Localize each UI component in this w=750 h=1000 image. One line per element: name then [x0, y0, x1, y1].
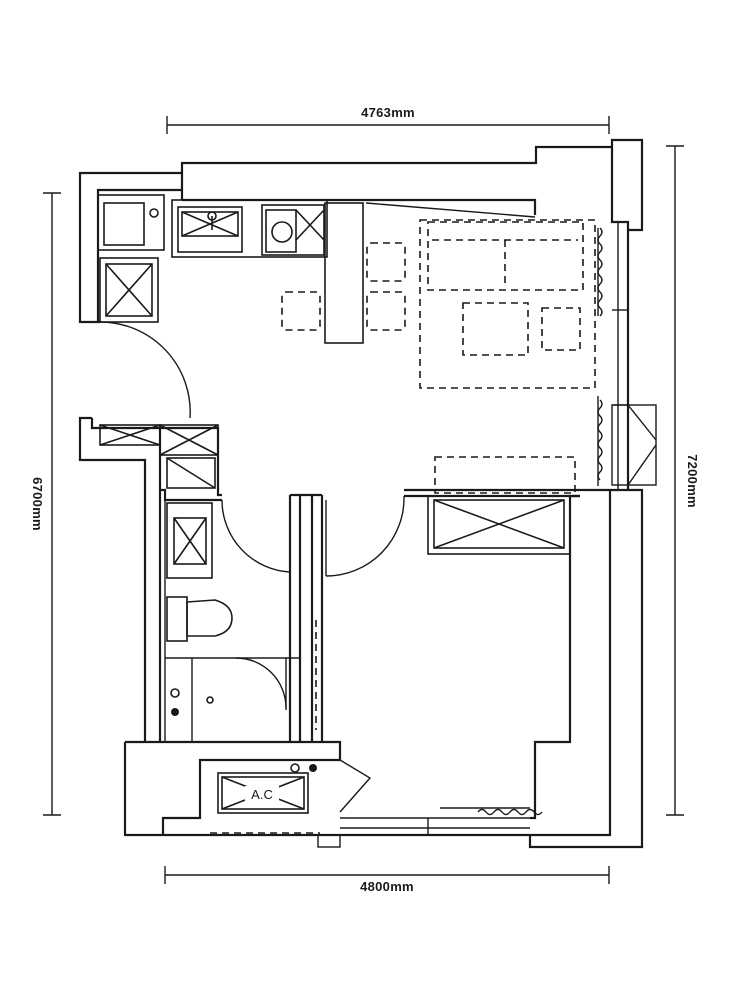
coffee-table	[462, 302, 529, 356]
side-table	[541, 307, 581, 351]
wardrobe	[427, 495, 571, 555]
ac-unit	[217, 772, 309, 814]
kitchen	[97, 194, 406, 419]
shower-drain	[206, 696, 214, 704]
toilet	[186, 599, 233, 637]
washing-machine	[261, 204, 325, 256]
washbasin	[166, 502, 213, 579]
fridge	[97, 194, 165, 251]
toilet-tank	[166, 596, 188, 642]
dimension-bottom: 4800mm	[164, 866, 610, 894]
stool	[281, 291, 321, 331]
entry-door-swing	[99, 321, 191, 419]
exterior-walls	[78, 138, 644, 849]
shower-door-swing	[235, 657, 287, 709]
stool	[366, 242, 406, 282]
bathroom	[99, 424, 291, 716]
bathroom-door-swing	[221, 499, 291, 573]
tv-console	[434, 456, 576, 494]
dimension-left-label: 6700mm	[30, 477, 45, 531]
kitchen-island	[324, 202, 364, 344]
kitchen-counter	[171, 199, 328, 258]
living-area	[419, 219, 603, 494]
ac-label: A.C	[251, 787, 273, 802]
oven	[99, 257, 159, 323]
sofa	[427, 221, 584, 291]
vanity	[166, 457, 216, 489]
window-right	[611, 222, 657, 490]
bedroom	[325, 495, 571, 816]
stool	[366, 291, 406, 331]
dimension-top-label: 4763mm	[361, 105, 415, 120]
dimension-top: 4763mm	[166, 105, 610, 134]
interior-walls	[160, 426, 628, 742]
dimension-right: 7200mm	[666, 145, 700, 816]
dimension-bottom-label: 4800mm	[360, 879, 414, 894]
sink	[177, 206, 243, 253]
ac-area: A.C	[210, 759, 372, 834]
dimension-left: 6700mm	[30, 192, 61, 816]
curtain	[477, 808, 543, 816]
dimension-right-label: 7200mm	[685, 454, 700, 508]
bedroom-door-swing	[325, 495, 405, 577]
balcony-door	[339, 759, 372, 813]
rug	[419, 219, 596, 389]
